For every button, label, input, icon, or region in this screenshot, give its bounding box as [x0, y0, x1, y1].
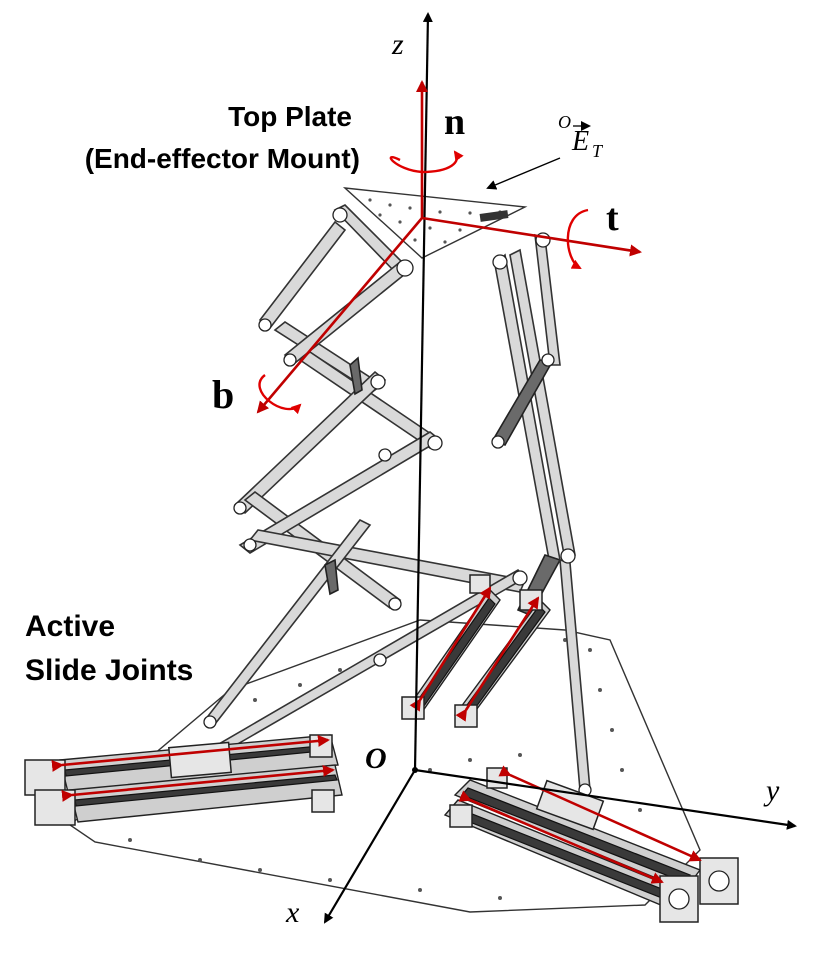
- b-axis-label: b: [212, 372, 234, 417]
- slide-arrow-left-2: [61, 764, 335, 802]
- b-rotation-arrow: [258, 374, 302, 415]
- frame-label-sub: T: [592, 141, 604, 161]
- top-plate-label-line2: (End-effector Mount): [85, 143, 360, 174]
- origin-point: [412, 767, 418, 773]
- y-axis: [414, 768, 797, 830]
- n-rotation-arrow: [389, 150, 464, 174]
- top-plate: [342, 187, 528, 259]
- t-axis: [421, 216, 642, 257]
- origin-label: O: [365, 742, 387, 775]
- global-axes: [323, 12, 797, 924]
- frame-label-main: E: [571, 126, 589, 157]
- x-axis: [323, 769, 416, 924]
- frame-symbol-label: O E T: [558, 112, 604, 161]
- left-scissor-linkage: [198, 204, 528, 761]
- z-axis-label: z: [391, 28, 404, 61]
- frame-pointer-arrow: [486, 157, 561, 190]
- t-axis-label: t: [606, 197, 619, 239]
- right-linkage: [491, 232, 592, 797]
- t-rotation-arrow: [566, 208, 589, 270]
- b-axis: [256, 217, 423, 414]
- active-slide-label-line1: Active: [25, 610, 115, 643]
- frame-label-pre: O: [558, 112, 571, 132]
- slide-arrow-center-2: [455, 596, 540, 722]
- y-axis-label: y: [763, 774, 780, 807]
- x-axis-label: x: [285, 896, 300, 929]
- slide-arrow-left-1: [51, 734, 330, 772]
- slide-arrow-right-2: [458, 790, 664, 884]
- active-slide-label-line2: Slide Joints: [25, 654, 193, 687]
- top-plate-label-line1: Top Plate: [228, 101, 352, 132]
- n-axis-label: n: [444, 101, 465, 143]
- z-axis: [413, 12, 433, 771]
- end-effector-frame: [256, 80, 642, 415]
